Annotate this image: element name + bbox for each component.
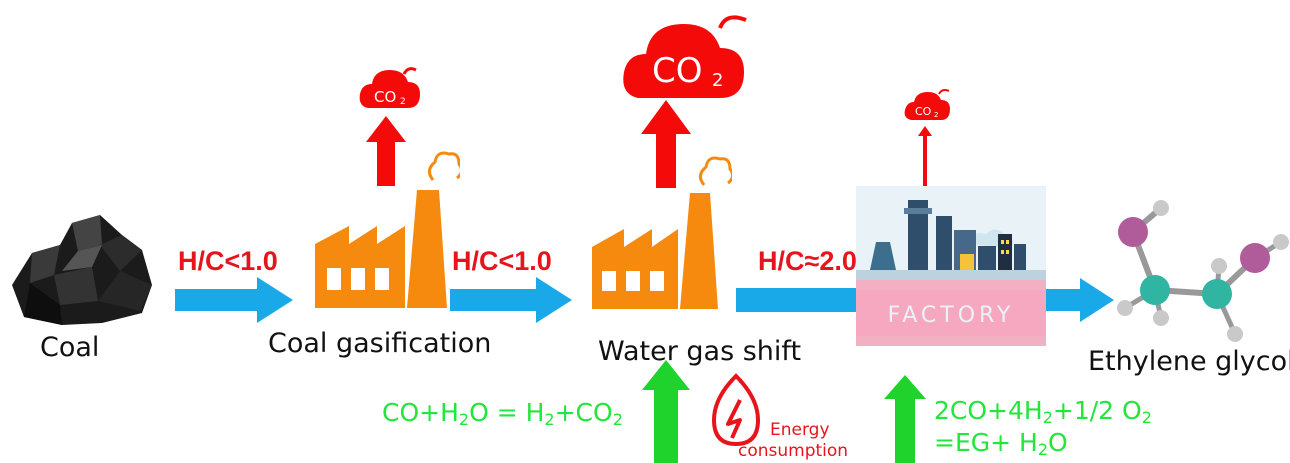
ratio-label-2: H/C<1.0 xyxy=(452,246,552,276)
emission-arrow-2 xyxy=(641,100,691,188)
stage-label-coal: Coal xyxy=(40,332,100,363)
stage-label-product: Ethylene glycol xyxy=(1088,346,1290,377)
input-arrow-synthesis xyxy=(884,375,926,463)
emission-arrow-1 xyxy=(366,116,406,186)
shift-plant-icon xyxy=(592,156,732,309)
co2-cloud-small-1: CO 2 xyxy=(359,67,420,108)
stage-label-gasification: Coal gasification xyxy=(268,328,492,359)
ratio-label-1: H/C<1.0 xyxy=(178,246,278,276)
shift-reaction-equation: CO+H2O = H2+CO2 xyxy=(382,398,623,429)
svg-text:CO: CO xyxy=(915,105,932,118)
svg-text:2: 2 xyxy=(934,111,938,119)
ratio-label-3: H/C≈2.0 xyxy=(758,246,857,276)
flow-arrow-4 xyxy=(1046,278,1114,322)
svg-text:CO: CO xyxy=(374,88,396,106)
flow-arrow-2 xyxy=(450,277,572,323)
input-arrow-shift xyxy=(642,360,690,463)
emission-arrow-3 xyxy=(918,126,932,186)
flow-arrow-3 xyxy=(736,288,860,312)
stage-label-shift: Water gas shift xyxy=(598,336,802,367)
ethylene-glycol-molecule-icon xyxy=(1117,200,1289,342)
svg-text:FACTORY: FACTORY xyxy=(888,303,1015,328)
gasification-plant-icon xyxy=(315,151,460,308)
svg-text:2: 2 xyxy=(712,70,723,91)
energy-label-line2: consumption xyxy=(738,441,849,461)
co2-cloud-large: CO 2 xyxy=(623,15,747,98)
energy-label-line1: Energy xyxy=(770,420,830,440)
energy-flame-icon xyxy=(711,373,761,447)
synthesis-reaction-line2: =EG+ H2O xyxy=(934,428,1068,459)
svg-text:CO: CO xyxy=(652,51,703,91)
svg-text:2: 2 xyxy=(400,97,406,107)
co2-cloud-small-3: CO 2 xyxy=(904,89,950,120)
synthesis-reaction-line1: 2CO+4H2+1/2 O2 xyxy=(934,396,1152,427)
coal-image xyxy=(12,215,152,325)
factory-icon: FACTORY xyxy=(856,186,1046,346)
flow-arrow-1 xyxy=(175,277,293,323)
